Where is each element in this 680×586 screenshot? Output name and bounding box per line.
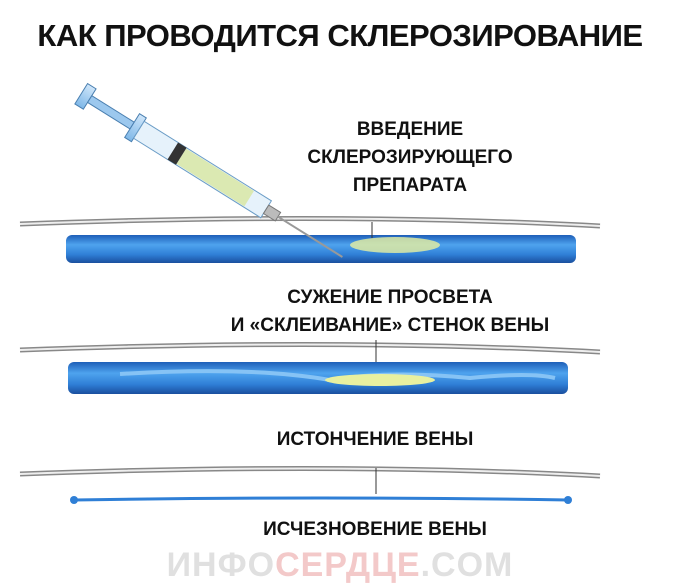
sclerosant-cloud bbox=[350, 237, 440, 253]
step-2-line: СУЖЕНИЕ ПРОСВЕТА bbox=[287, 287, 493, 308]
vein-3-thin bbox=[73, 496, 569, 502]
glued-walls bbox=[325, 374, 435, 386]
wm-3: .COM bbox=[420, 546, 514, 584]
page-title: КАК ПРОВОДИТСЯ СКЛЕРОЗИРОВАНИЕ bbox=[37, 18, 643, 53]
step-1-line: ПРЕПАРАТА bbox=[352, 175, 468, 196]
step-2-label: СУЖЕНИЕ ПРОСВЕТА И «СКЛЕИВАНИЕ» СТЕНОК В… bbox=[190, 284, 590, 340]
step-1-line: СКЛЕРОЗИРУЮЩЕГО bbox=[307, 147, 513, 168]
step-3-label: ИСТОНЧЕНИЕ ВЕНЫ bbox=[276, 429, 474, 450]
wm-2: СЕРДЦЕ bbox=[275, 546, 421, 584]
step-1-line: ВВЕДЕНИЕ bbox=[356, 119, 464, 140]
watermark: ИНФОСЕРДЦЕ.COM bbox=[0, 546, 680, 584]
step-4-label: ИСЧЕЗНОВЕНИЕ ВЕНЫ bbox=[263, 519, 487, 540]
step-2-line: И «СКЛЕИВАНИЕ» СТЕНОК ВЕНЫ bbox=[230, 315, 550, 336]
wm-1: ИНФО bbox=[166, 546, 276, 584]
step-1-label: ВВЕДЕНИЕ СКЛЕРОЗИРУЮЩЕГО ПРЕПАРАТА bbox=[260, 116, 560, 200]
syringe bbox=[74, 82, 343, 258]
vein-1 bbox=[66, 235, 576, 263]
